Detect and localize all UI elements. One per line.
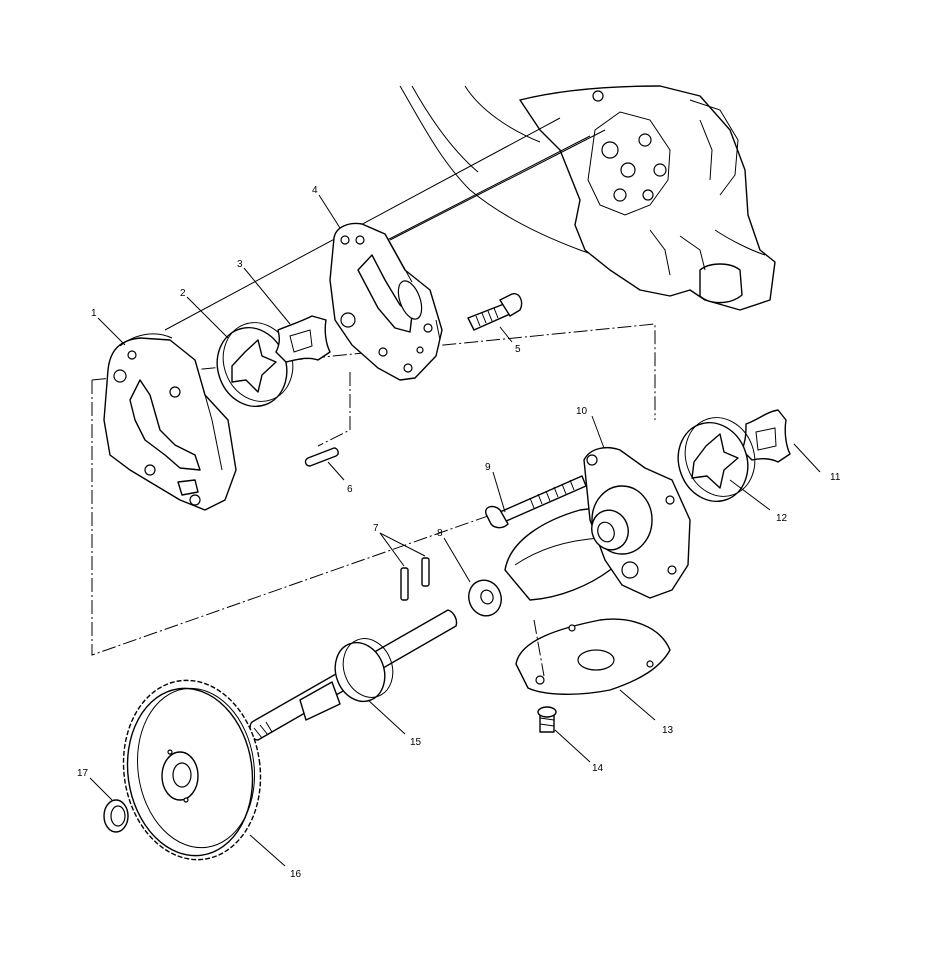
part-2-outer-rotor [216, 322, 294, 408]
callout-6: 6 [347, 484, 353, 495]
part-12-outer-rotor [677, 417, 756, 503]
part-3-inner-rotor [275, 315, 331, 363]
part-15-drive-shaft [249, 609, 458, 741]
part-8-washer [468, 579, 502, 617]
part-5-screw [467, 293, 523, 331]
callout-11: 11 [830, 472, 841, 483]
callout-16: 16 [290, 869, 302, 880]
callout-8: 8 [437, 528, 443, 539]
engine-case [399, 85, 776, 311]
part-1-pump-body [103, 333, 237, 511]
part-6-pin [304, 447, 339, 467]
callout-7: 7 [373, 523, 379, 534]
callout-1: 1 [91, 308, 97, 319]
part-16-drive-gear [122, 679, 262, 861]
callout-2: 2 [180, 288, 186, 299]
part-11-inner-rotor [741, 409, 791, 463]
part-4-cover-plate [329, 222, 443, 381]
callout-13: 13 [662, 725, 674, 736]
callout-9: 9 [485, 462, 491, 473]
callout-17: 17 [77, 768, 89, 779]
part-17-snap-ring [103, 799, 129, 833]
callout-4: 4 [312, 185, 318, 196]
leader-lines [89, 194, 821, 867]
callout-labels: 1 2 3 4 5 6 7 8 9 10 11 12 13 14 15 16 1… [77, 185, 841, 880]
part-10-pump-housing [504, 447, 691, 601]
part-7-pins [400, 557, 430, 601]
callout-5: 5 [515, 344, 521, 355]
callout-12: 12 [776, 513, 788, 524]
callout-3: 3 [237, 259, 243, 270]
callout-14: 14 [592, 763, 604, 774]
callout-10: 10 [576, 406, 588, 417]
part-13-cover-plate [515, 618, 671, 695]
callout-15: 15 [410, 737, 422, 748]
part-14-screw [537, 706, 557, 733]
